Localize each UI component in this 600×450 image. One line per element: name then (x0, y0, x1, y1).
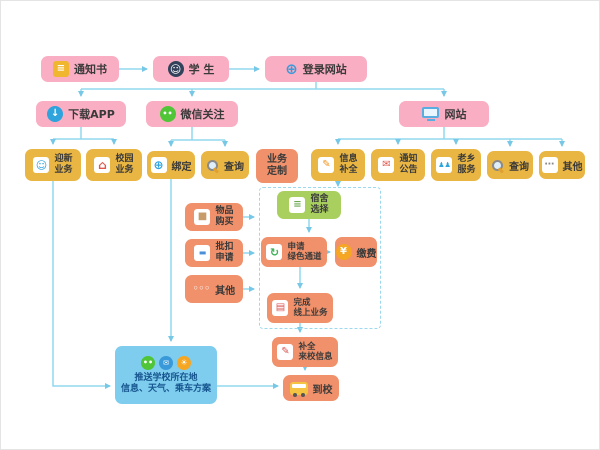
welcome-business-label: 迎新 业务 (54, 154, 73, 175)
card-icon: ▬ (194, 245, 211, 261)
student-icon: ☺ (167, 61, 184, 77)
node-dorm-select: ≡ 宿舍 选择 (277, 191, 341, 219)
node-push-info: •• ✉ ☀ 推送学校所在地 信息、天气、乘车方案 (115, 346, 217, 404)
fill-info-label: 补全 来校信息 (298, 341, 333, 362)
notice-letter-icon: ≡ (53, 61, 69, 77)
node-notice-announce: ✉ 通知 公告 (371, 149, 425, 181)
node-complete-online: ▤ 完成 线上业务 (267, 293, 333, 323)
push-info-label: 推送学校所在地 信息、天气、乘车方案 (120, 372, 211, 394)
notice-letter-label: 通知书 (74, 63, 107, 76)
node-fellow-service: ♟♟ 老乡 服务 (431, 149, 481, 181)
node-other-service: ◦◦◦ 其他 (185, 275, 243, 303)
recycle-icon: ↻ (266, 244, 283, 260)
search-icon (206, 159, 219, 172)
welcome-people-icon: ☺ (33, 157, 50, 173)
campus-icon: ⌂ (94, 157, 111, 173)
announcement-icon: ✉ (378, 157, 395, 173)
notice-announce-label: 通知 公告 (399, 154, 418, 175)
campus-business-label: 校园 业务 (115, 154, 134, 175)
batch-deduct-label: 批扣 申请 (215, 242, 234, 263)
node-item-purchase: ■ 物品 购买 (185, 203, 243, 231)
node-batch-deduct: ▬ 批扣 申请 (185, 239, 243, 267)
item-purchase-label: 物品 购买 (215, 206, 234, 227)
node-welcome-business: ☺ 迎新 业务 (25, 149, 81, 181)
node-other-web: ⋯ 其他 (539, 151, 585, 179)
bind-globe-icon: ⊕ (150, 157, 167, 173)
fellow-service-label: 老乡 服务 (457, 154, 476, 175)
query-web-label: 查询 (509, 161, 529, 173)
wechat-follow-label: 微信关注 (180, 108, 225, 121)
business-custom-label: 业务 定制 (267, 154, 287, 177)
node-green-channel: ↻ 申请 绿色通道 (261, 237, 327, 267)
node-arrive: 到校 (283, 375, 339, 401)
package-icon: ■ (194, 209, 211, 225)
node-query-web: 查询 (487, 151, 533, 179)
node-website: 网站 (399, 101, 489, 127)
node-pay: ¥ 缴费 (335, 237, 377, 267)
money-bag-icon: ¥ (335, 244, 352, 260)
node-wechat-follow: •• 微信关注 (146, 101, 238, 127)
globe-icon: ⊕ (285, 59, 298, 78)
node-query-wechat: 查询 (201, 151, 249, 179)
student-label: 学 生 (188, 63, 215, 76)
more-dots-icon: ⋯ (541, 157, 558, 173)
download-app-icon: ↓ (47, 106, 64, 122)
complete-online-label: 完成 线上业务 (293, 297, 328, 318)
query-wechat-label: 查询 (224, 161, 244, 173)
other-service-label: 其他 (215, 285, 236, 297)
dorm-select-label: 宿舍 选择 (310, 194, 329, 215)
bind-label: 绑定 (171, 161, 192, 173)
node-notice-letter: ≡ 通知书 (41, 56, 119, 82)
node-student: ☺ 学 生 (153, 56, 229, 82)
bunk-bed-icon: ≡ (289, 197, 306, 213)
monitor-icon (421, 107, 440, 121)
node-login-website: ⊕ 登录网站 (265, 56, 367, 82)
message-icon: ✉ (159, 355, 173, 370)
arrive-label: 到校 (312, 384, 333, 396)
sun-icon: ☀ (177, 355, 191, 370)
node-download-app: ↓ 下载APP (36, 101, 126, 127)
pencil-icon: ✎ (277, 344, 294, 360)
online-process-group (259, 187, 381, 329)
login-website-label: 登录网站 (302, 63, 347, 76)
node-campus-business: ⌂ 校园 业务 (86, 149, 142, 181)
pay-label: 缴费 (356, 248, 377, 260)
node-bind: ⊕ 绑定 (147, 151, 195, 179)
search-icon (491, 159, 504, 172)
green-channel-label: 申请 绿色通道 (287, 241, 322, 262)
bank-card-icon: ▤ (272, 300, 289, 316)
ellipsis-icon: ◦◦◦ (192, 283, 211, 294)
website-label: 网站 (444, 108, 467, 121)
wechat-icon: •• (159, 106, 176, 122)
people-icon: ♟♟ (436, 157, 453, 173)
form-pencil-icon: ✎ (318, 157, 335, 173)
info-complete-label: 信息 补全 (339, 154, 358, 175)
other-web-label: 其他 (562, 161, 583, 173)
bus-icon (289, 381, 308, 397)
node-info-complete: ✎ 信息 补全 (311, 149, 365, 181)
node-business-custom: 业务 定制 (256, 149, 298, 183)
download-app-label: 下载APP (68, 108, 115, 121)
node-fill-info: ✎ 补全 来校信息 (272, 337, 338, 367)
wechat-icon: •• (141, 355, 155, 370)
push-icons: •• ✉ ☀ (139, 355, 193, 370)
